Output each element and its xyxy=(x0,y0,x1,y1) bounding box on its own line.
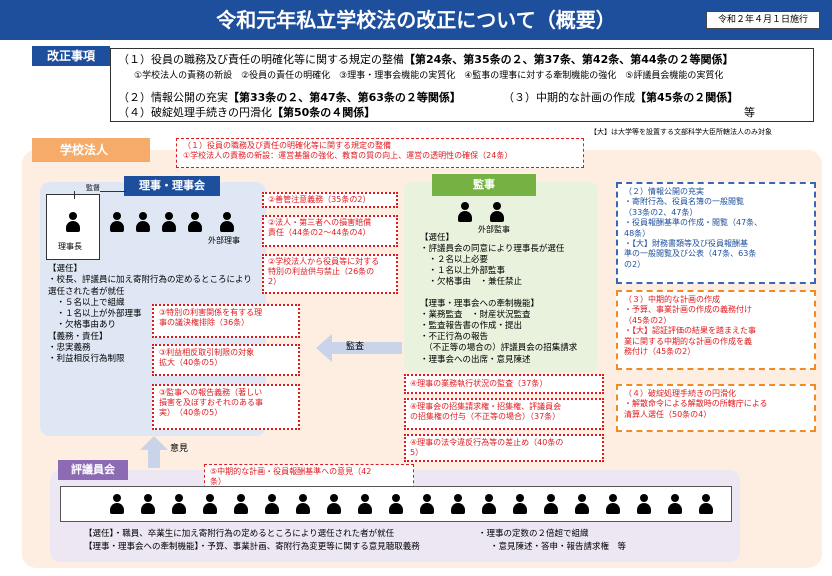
hyogiin-line2b: ・意見陳述・答申・報告請求権 等 xyxy=(490,542,627,552)
sashitome-box: ④理事の法令違反行為等の差止め（40条の 5） xyxy=(404,434,604,462)
hyogiin-person-icon xyxy=(234,494,248,514)
hyogiin-iken-text: ⑤中期的な計画・役員報酬基準への意見（42 条） xyxy=(210,467,372,486)
rigai-box: ③特別の利害関係を有する理 事の議決権排除（36条） xyxy=(152,304,300,338)
hyogiin-person-icon xyxy=(513,494,527,514)
hatan-box: （４）破綻処理手続きの円滑化 ・解散命令による解散時の所轄庁による 清算人選任（… xyxy=(616,384,816,432)
rieki-kyoyo-box: ②学校法人から役員等に対する 特別の利益供与禁止（26条の 2） xyxy=(262,254,398,294)
rieki-kyoyo-text: ②学校法人から役員等に対する 特別の利益供与禁止（26条の 2） xyxy=(268,257,380,286)
riji-text: 【選任】 ・校長、評議員に加え寄附行為の定めるところにより 選任された者が就任 … xyxy=(48,264,252,365)
hyogiin-line1b: ・理事の定数の２倍超で組織 xyxy=(478,529,589,539)
kaisei-label: 改正事項 xyxy=(32,46,110,66)
rieki-sohan-box: ③利益相反取引制限の対象 拡大（40条の5） xyxy=(152,344,300,376)
chuki-keikaku-text: （３）中期的な計画の作成 ・予算、事業計画の作成の義務付け （45条の2） ・【… xyxy=(624,295,756,356)
kaisei-line3-right: （３）中期的な計画の作成【第45条の２関係】 xyxy=(503,91,738,105)
hokoku-gimu-box: ③監事への報告義務（著しい 損害を及ぼすおそれのある事 実） （40条の5） xyxy=(152,384,300,430)
kansa-label: 監査 xyxy=(346,342,365,352)
hyogiin-person-icon xyxy=(482,494,496,514)
houjin-duty-box: （１）役員の職務及び責任の明確化等に関する規定の整備 ①学校法人の責務の新設：運… xyxy=(176,138,584,168)
kaisei-item2-ref: 【第33条の２、第47条、第63条の２等関係】 xyxy=(228,91,461,104)
kantoku-line-v xyxy=(74,191,75,199)
gaibu-riji-label: 外部理事 xyxy=(208,236,240,245)
kaisei-line4: （４）破綻処理手続きの円滑化【第50条の４関係】 xyxy=(118,106,375,120)
kaisei-item4-ref: 【第50条の４関係】 xyxy=(272,106,376,119)
kaisei-line1: （１）役員の職務及び責任の明確化等に関する規定の整備【第24条、第35条の２、第… xyxy=(118,53,734,67)
kaisei-item4: （４）破綻処理手続きの円滑化 xyxy=(118,106,272,119)
riji-person-icon xyxy=(188,212,202,232)
kaisei-item3: （３）中期的な計画の作成 xyxy=(503,91,635,104)
hyogiin-person-icon xyxy=(358,494,372,514)
rigai-text: ③特別の利害関係を有する理 事の議決権排除（36条） xyxy=(159,308,263,327)
page-title: 令和元年私立学校法の改正について（概要） xyxy=(216,8,616,32)
songai-text: ②法人・第三者への損害賠償 責任（44条の2～44条の4） xyxy=(268,218,372,237)
gaibu-kanji-label: 外部監事 xyxy=(478,225,510,234)
kaisei-line2: ①学校法人の責務の新設 ②役員の責任の明確化 ③理事・理事会機能の実質化 ④監事… xyxy=(134,71,724,81)
songai-box: ②法人・第三者への損害賠償 責任（44条の2～44条の4） xyxy=(262,215,398,247)
hyogiin-person-icon xyxy=(420,494,434,514)
kaisei-line3: （２）情報公開の充実【第33条の２、第47条、第63条の２等関係】 xyxy=(118,91,461,105)
hyogiin-line2: 【理事・理事会への牽制機能】・予算、事業計画、寄附行為変更等に関する意見聴取義務 xyxy=(84,542,420,552)
hyogiin-person-icon xyxy=(203,494,217,514)
hyogiin-person-icon xyxy=(296,494,310,514)
kansa-arrow xyxy=(316,334,402,362)
hyogiin-label: 評議員会 xyxy=(58,460,128,480)
hyogiin-person-icon xyxy=(699,494,713,514)
zenkan-text: ②善管注意義務（35条の2） xyxy=(268,195,371,204)
kaisei-item3-ref: 【第45条の２関係】 xyxy=(635,91,739,104)
hyogiin-person-icon xyxy=(389,494,403,514)
hatan-text: （４）破綻処理手続きの円滑化 ・解散命令による解散時の所轄庁による 清算人選任（… xyxy=(624,389,768,419)
hyogiin-person-icon xyxy=(110,494,124,514)
kantoku-label: 監督 xyxy=(86,184,100,192)
riji-person-icon xyxy=(110,212,124,232)
chuki-keikaku-box: （３）中期的な計画の作成 ・予算、事業計画の作成の義務付け （45条の2） ・【… xyxy=(616,290,816,370)
kaisei-item2: （２）情報公開の充実 xyxy=(118,91,228,104)
zenkan-box: ②善管注意義務（35条の2） xyxy=(262,192,398,208)
hokoku-gimu-text: ③監事への報告義務（著しい 損害を及ぼすおそれのある事 実） （40条の5） xyxy=(159,388,263,417)
kaisei-etc: 等 xyxy=(744,106,755,119)
hyogiin-person-icon xyxy=(265,494,279,514)
daigaku-note: 【大】は大学等を設置する文部科学大臣所轄法人のみ対象 xyxy=(590,128,772,136)
kanji-person-icon xyxy=(458,202,472,222)
title-bar xyxy=(0,0,832,40)
kaisei-item1-ref: 【第24条、第35条の２、第37条、第42条、第44条の２等関係】 xyxy=(404,53,734,66)
hyogiin-person-icon xyxy=(327,494,341,514)
iken-label: 意見 xyxy=(170,444,189,454)
hyogiin-line1: 【選任】・職員、卒業生に加え寄附行為の定めるところにより選任された者が就任 xyxy=(84,529,395,539)
effective-date: 令和２年４月１日施行 xyxy=(706,11,820,29)
gyomu-kansa-box: ④理事の業務執行状況の監査（37条） xyxy=(404,374,604,394)
kaisei-item1: （１）役員の職務及び責任の明確化等に関する規定の整備 xyxy=(118,53,404,66)
hyogiin-person-icon xyxy=(172,494,186,514)
joho-kokai-box: （２）情報公開の充実 ・寄附行為、役員名簿の一般閲覧 （33条の2、47条） ・… xyxy=(616,182,816,284)
gaibu-riji-person-icon xyxy=(220,212,234,232)
hyogiin-person-icon xyxy=(606,494,620,514)
riji-person-icon xyxy=(136,212,150,232)
gakko-houjin-label: 学校法人 xyxy=(32,138,150,162)
iken-arrow xyxy=(140,436,168,468)
hyogiin-person-icon xyxy=(637,494,651,514)
gyomu-kansa-text: ④理事の業務執行状況の監査（37条） xyxy=(410,379,548,388)
rijicho-person-icon xyxy=(66,212,80,232)
kanji-text: 【選任】 ・評議員会の同意により理事長が選任 ・２名以上必要 ・１名以上外部監事… xyxy=(420,233,578,365)
hyogiin-person-icon xyxy=(544,494,558,514)
hyogiin-person-icon xyxy=(451,494,465,514)
shoshu-text: ④理事会の招集請求権・招集権、評議員会 の招集権の付与（不正等の場合）（37条） xyxy=(410,402,562,421)
shoshu-box: ④理事会の招集請求権・招集権、評議員会 の招集権の付与（不正等の場合）（37条） xyxy=(404,398,604,430)
gaibu-kanji-person-icon xyxy=(490,202,504,222)
hyogiin-person-icon xyxy=(141,494,155,514)
joho-kokai-text: （２）情報公開の充実 ・寄附行為、役員名簿の一般閲覧 （33条の2、47条） ・… xyxy=(624,187,763,269)
rijicho-label: 理事長 xyxy=(58,242,82,251)
rieki-sohan-text: ③利益相反取引制限の対象 拡大（40条の5） xyxy=(159,348,255,367)
kaisei-box xyxy=(110,48,814,122)
sashitome-text: ④理事の法令違反行為等の差止め（40条の 5） xyxy=(410,438,564,457)
hyogiin-person-icon xyxy=(575,494,589,514)
kanji-label: 監事 xyxy=(432,174,536,196)
riji-label: 理事・理事会 xyxy=(124,176,220,196)
kantoku-line xyxy=(100,191,126,192)
riji-person-icon xyxy=(162,212,176,232)
hyogiin-person-icon xyxy=(668,494,682,514)
houjin-duty-text: （１）役員の職務及び責任の明確化等に関する規定の整備 ①学校法人の責務の新設：運… xyxy=(183,141,513,160)
